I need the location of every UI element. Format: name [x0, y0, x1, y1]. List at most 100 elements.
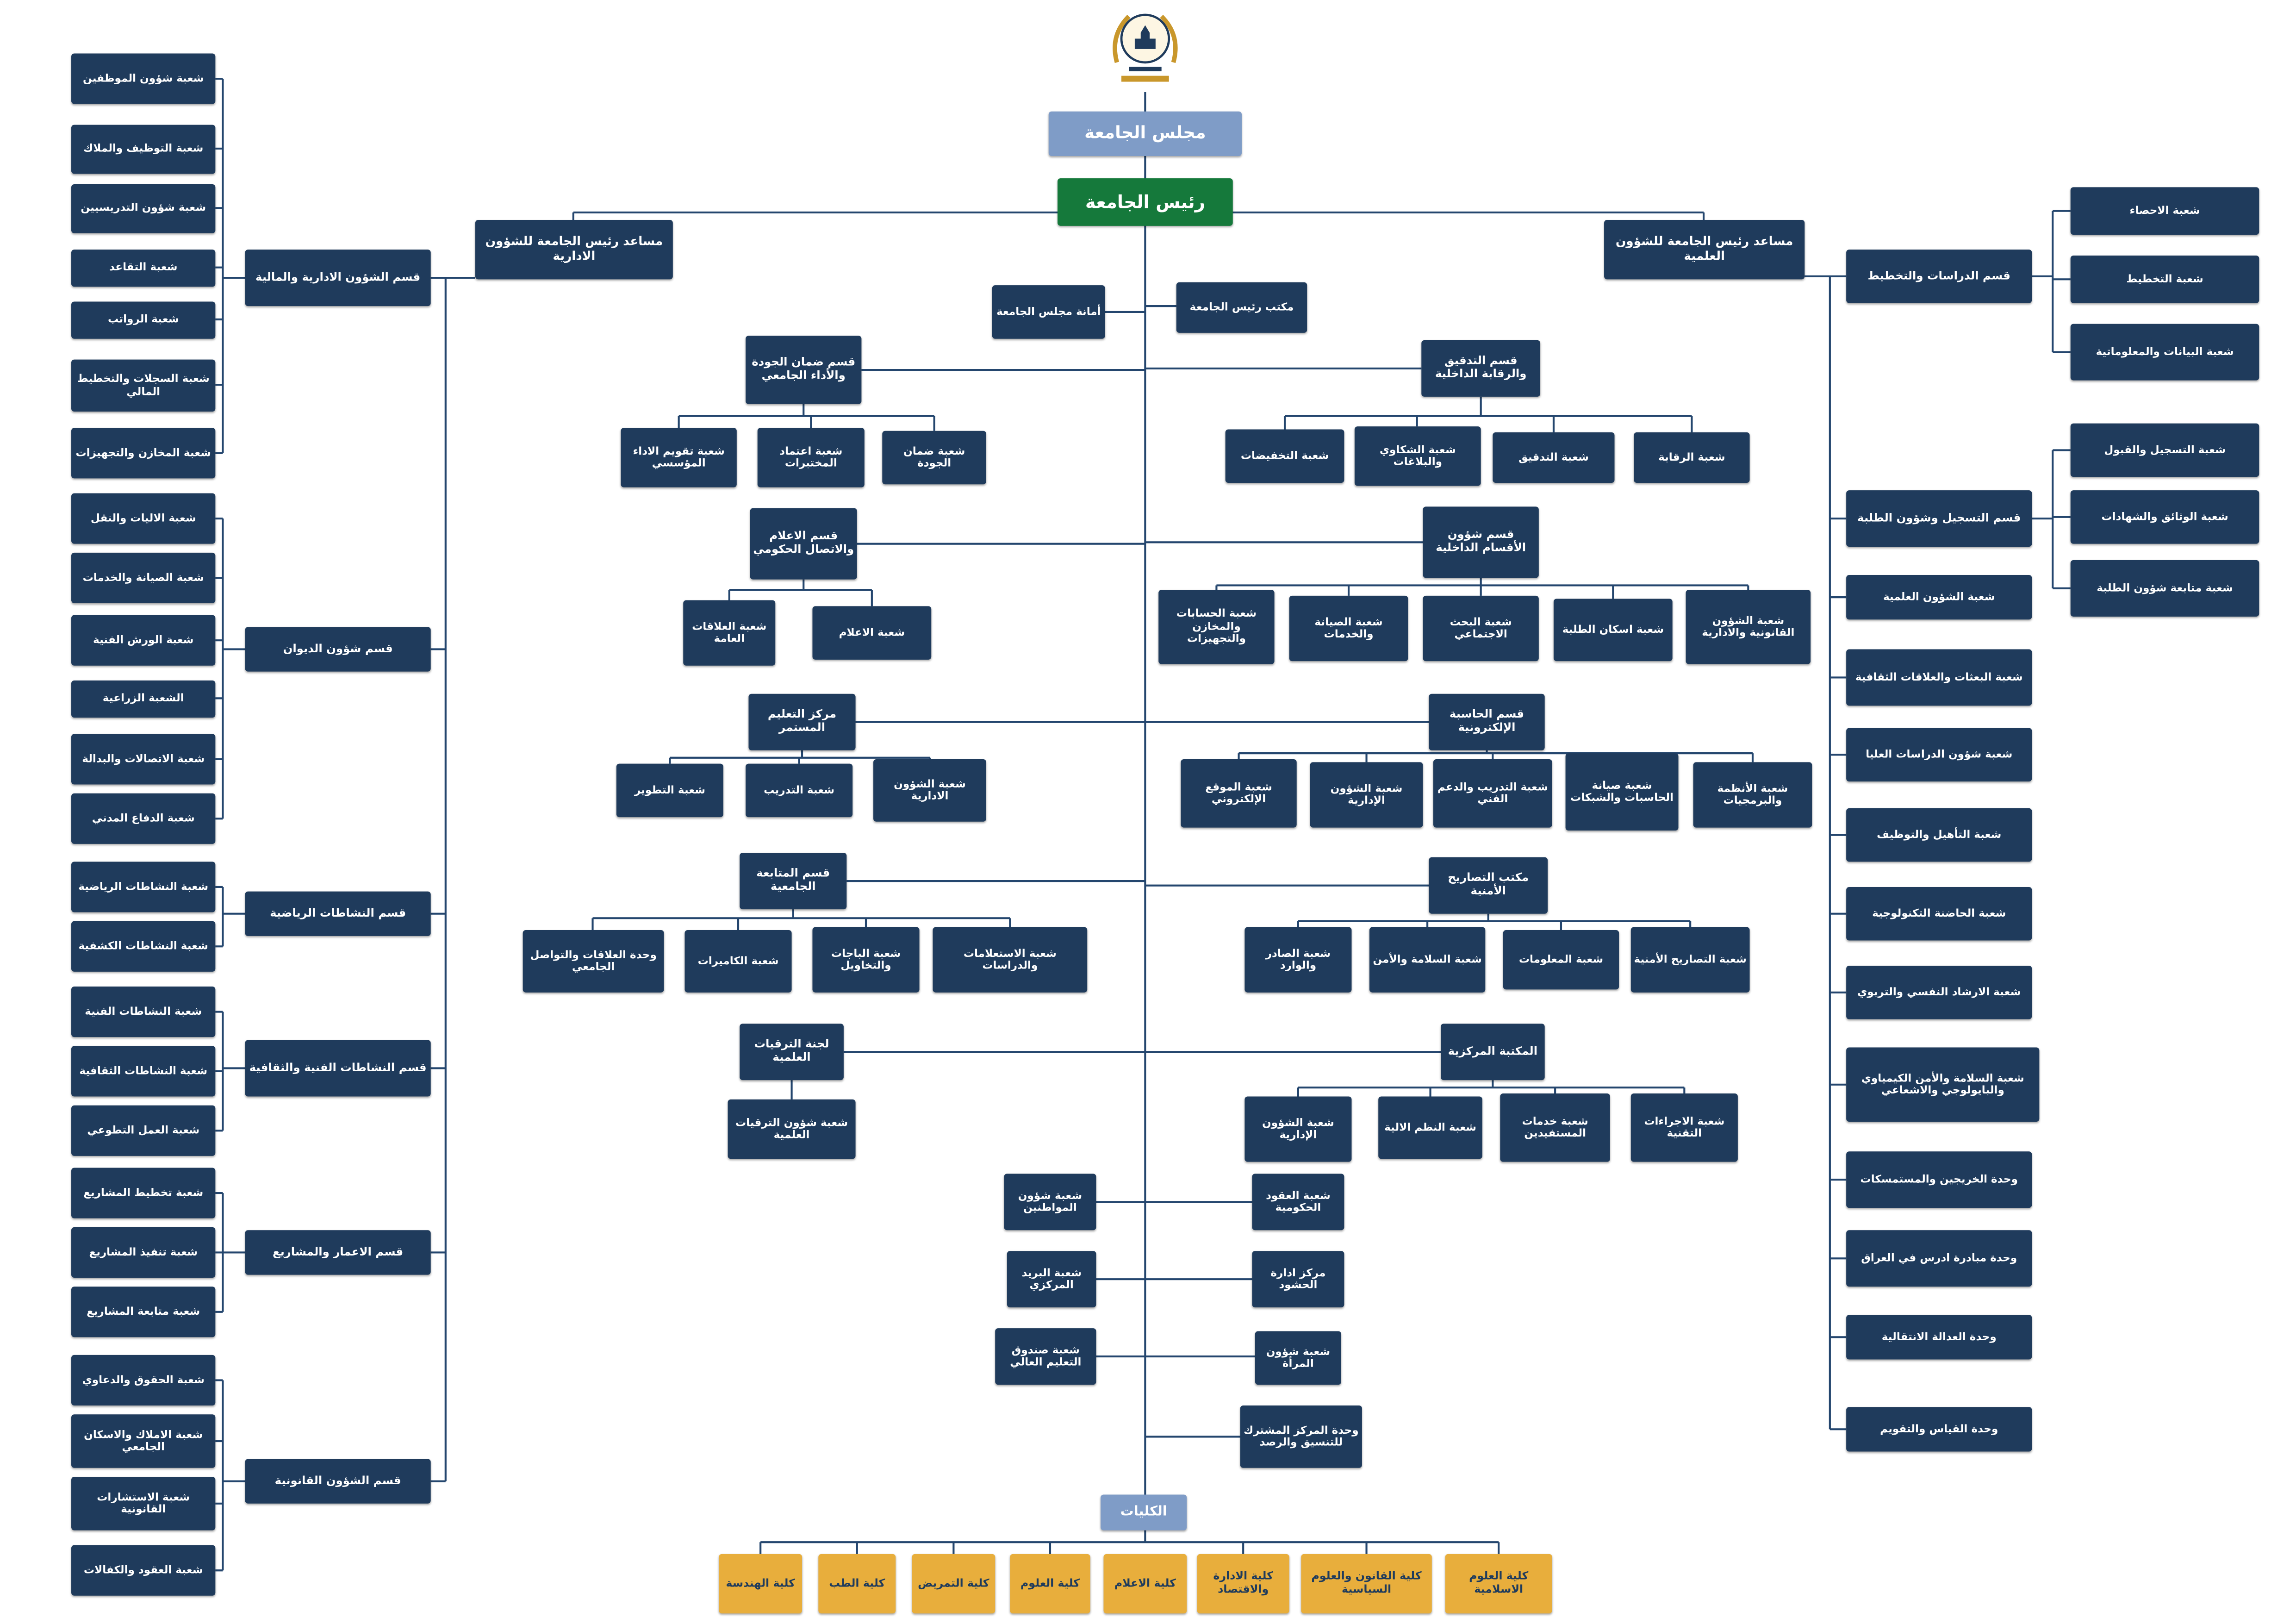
college-node: كلية الهندسة: [719, 1554, 803, 1614]
division-node: شعبة التدقيق: [1493, 432, 1615, 483]
division-node: شعبة الصيانة والخدمات: [1289, 595, 1408, 662]
division-node: شعبة متابعة المشاريع: [71, 1287, 216, 1337]
assistant-science-box: مساعد رئيس الجامعة للشؤون العلمية: [1604, 219, 1805, 280]
division-node: شعبة الشؤون الادارية: [873, 759, 986, 822]
division-node: شعبة الشكاوي والبلاغات: [1354, 426, 1481, 486]
dept-node: قسم الشؤون الادارية والمالية: [245, 250, 431, 306]
college-node: كلية الطب: [818, 1554, 896, 1614]
division-node: شعبة التخفيضات: [1225, 429, 1344, 483]
division-node: شعبة الورش الفنية: [71, 615, 216, 666]
division-node: شعبة العقود والكفالات: [71, 1545, 216, 1596]
division-node: شعبة الرقابة: [1634, 432, 1750, 483]
division-node: شعبة الاستشارات القانونية: [71, 1477, 216, 1530]
division-node: شعبة الاملاك والاسكان الجامعي: [71, 1414, 216, 1468]
dept-node: قسم ضمان الجودة والأداء الجامعي: [746, 336, 862, 404]
dept-node: قسم شؤون الأقسام الداخلية: [1423, 506, 1539, 578]
division-node: شعبة العقود الحكومية: [1252, 1174, 1344, 1230]
dept-node: لجنة الترقيات العلمية: [740, 1024, 844, 1081]
division-node: شعبة الشؤون العلمية: [1846, 575, 2032, 620]
division-node: وحدة المركز المشترك للتنسيق والرصد: [1240, 1405, 1362, 1468]
dept-node: مركز التعليم المستمر: [748, 693, 856, 750]
division-node: شعبة الصادر والوارد: [1244, 927, 1352, 993]
dept-node: المكتبة المركزية: [1441, 1024, 1545, 1081]
division-node: شعبة البعثات والعلاقات الثقافية: [1846, 649, 2032, 706]
college-node: كلية العلوم الاسلامية: [1445, 1554, 1552, 1614]
division-node: شعبة المخازن والتجهيزات: [71, 428, 216, 479]
division-node: شعبة صندوق التعليم العالي: [995, 1328, 1096, 1385]
division-node: شعبة ضمان الجودة: [882, 431, 986, 485]
division-node: شعبة الاجراءات التقنية: [1630, 1093, 1738, 1162]
dept-node: قسم التدقيق والرقابة الداخلية: [1421, 340, 1541, 397]
division-node: شعبة الحقوق والدعاوي: [71, 1355, 216, 1405]
division-node: شعبة الباجات والتخاويل: [812, 927, 920, 993]
division-node: شعبة الرواتب: [71, 301, 216, 339]
division-node: شعبة تقويم الاداء المؤسسي: [621, 428, 737, 487]
president-office-box: مكتب رئيس الجامعة: [1176, 282, 1307, 333]
division-node: شعبة الموقع الإلكتروني: [1181, 759, 1297, 828]
division-node: شعبة الحسابات والمخازن والتجهيزات: [1158, 590, 1275, 664]
dept-node: قسم التسجيل وشؤون الطلبة: [1846, 490, 2032, 547]
division-node: شعبة النظم الالية: [1378, 1096, 1482, 1159]
division-node: شعبة السلامة والأمن: [1369, 927, 1486, 993]
division-node: شعبة الحاضنة التكنولوجية: [1846, 887, 2032, 941]
division-node: شعبة المعلومات: [1503, 930, 1619, 990]
division-node: شعبة الشؤون القانونية والادارية: [1686, 590, 1811, 664]
division-node: شعبة العلاقات العامة: [683, 600, 776, 666]
division-node: شعبة اعتماد المختبرات: [757, 428, 865, 487]
division-node: شعبة النشاطات الثقافية: [71, 1046, 216, 1097]
division-node: شعبة السلامة والأمن الكيمياوي والبايولوج…: [1846, 1047, 2040, 1122]
dept-node: قسم النشاطات الفنية والثقافية: [245, 1040, 431, 1097]
division-node: شعبة البيانات والمعلوماتية: [2070, 324, 2259, 381]
dept-node: قسم شؤون الديوان: [245, 627, 431, 672]
division-node: شعبة تنفيذ المشاريع: [71, 1227, 216, 1278]
division-node: شعبة الوثائق والشهادات: [2070, 490, 2259, 544]
division-node: شعبة شؤون الموظفين: [71, 53, 216, 104]
president-box: رئيس الجامعة: [1058, 178, 1233, 226]
division-node: شعبة التصاريح الأمنية: [1630, 927, 1750, 993]
division-node: شعبة التوظيف والملاك: [71, 125, 216, 174]
council-secretariat-box: أمانة مجلس الجامعة: [992, 285, 1105, 339]
division-node: شعبة متابعة شؤون الطلبة: [2070, 560, 2259, 617]
division-node: شعبة النشاطات الرياضية: [71, 862, 216, 912]
division-node: شعبة البريد المركزي: [1007, 1251, 1096, 1308]
dept-node: قسم الشؤون القانونية: [245, 1459, 431, 1504]
division-node: وحدة القياس والتقويم: [1846, 1407, 2032, 1452]
dept-node: قسم الدراسات والتخطيط: [1846, 250, 2032, 303]
division-node: شعبة الاحصاء: [2070, 187, 2259, 235]
division-node: مركز ادارة الحشود: [1252, 1251, 1344, 1308]
division-node: شعبة خدمات المستفيدين: [1500, 1093, 1610, 1162]
division-node: شعبة اسكان الطلبة: [1553, 599, 1673, 662]
division-node: شعبة الدفاع المدني: [71, 793, 216, 844]
division-node: شعبة التدريب: [746, 763, 853, 818]
dept-node: قسم الحاسبة الإلكترونية: [1429, 693, 1545, 750]
division-node: شعبة شؤون الدراسات العليا: [1846, 728, 2032, 782]
division-node: شعبة صيانة الحاسبات والشبكات: [1565, 753, 1679, 831]
dept-node: قسم المتابعة الجامعية: [740, 853, 847, 910]
division-node: شعبة الاستعلامات والدراسات: [933, 927, 1088, 993]
division-node: شعبة الارشاد النفسي والتربوي: [1846, 966, 2032, 1019]
division-node: شعبة التدريب والدعم الفني: [1433, 759, 1552, 828]
division-node: الشعبة الزراعية: [71, 680, 216, 718]
division-node: شعبة الاتصالات والبدالة: [71, 734, 216, 785]
division-node: شعبة النشاطات الكشفية: [71, 921, 216, 972]
division-node: شعبة التطوير: [616, 763, 723, 818]
division-node: شعبة تخطيط المشاريع: [71, 1168, 216, 1218]
division-node: شعبة التقاعد: [71, 250, 216, 287]
college-node: كلية التمريض: [912, 1554, 996, 1614]
division-node: شعبة العمل التطوعي: [71, 1105, 216, 1156]
dept-node: قسم النشاطات الرياضية: [245, 891, 431, 936]
division-node: شعبة النشاطات الفنية: [71, 986, 216, 1037]
division-node: شعبة التخطيط: [2070, 255, 2259, 303]
division-node: شعبة شؤون المواطنين: [1004, 1174, 1096, 1230]
dept-node: قسم الاعمار والمشاريع: [245, 1230, 431, 1275]
division-node: شعبة شؤون الترقيات العلمية: [728, 1099, 856, 1159]
college-node: كلية القانون والعلوم السياسية: [1301, 1554, 1432, 1614]
college-node: كلية الادارة والاقتصاد: [1197, 1554, 1289, 1614]
division-node: شعبة شؤون التدريسيين: [71, 184, 216, 233]
university-logo: [1096, 3, 1194, 92]
college-node: كلية الاعلام: [1103, 1554, 1187, 1614]
division-node: وحدة العلاقات والتواصل الجامعي: [523, 930, 664, 993]
division-node: وحدة مبادرة ادرس في العراق: [1846, 1230, 2032, 1287]
